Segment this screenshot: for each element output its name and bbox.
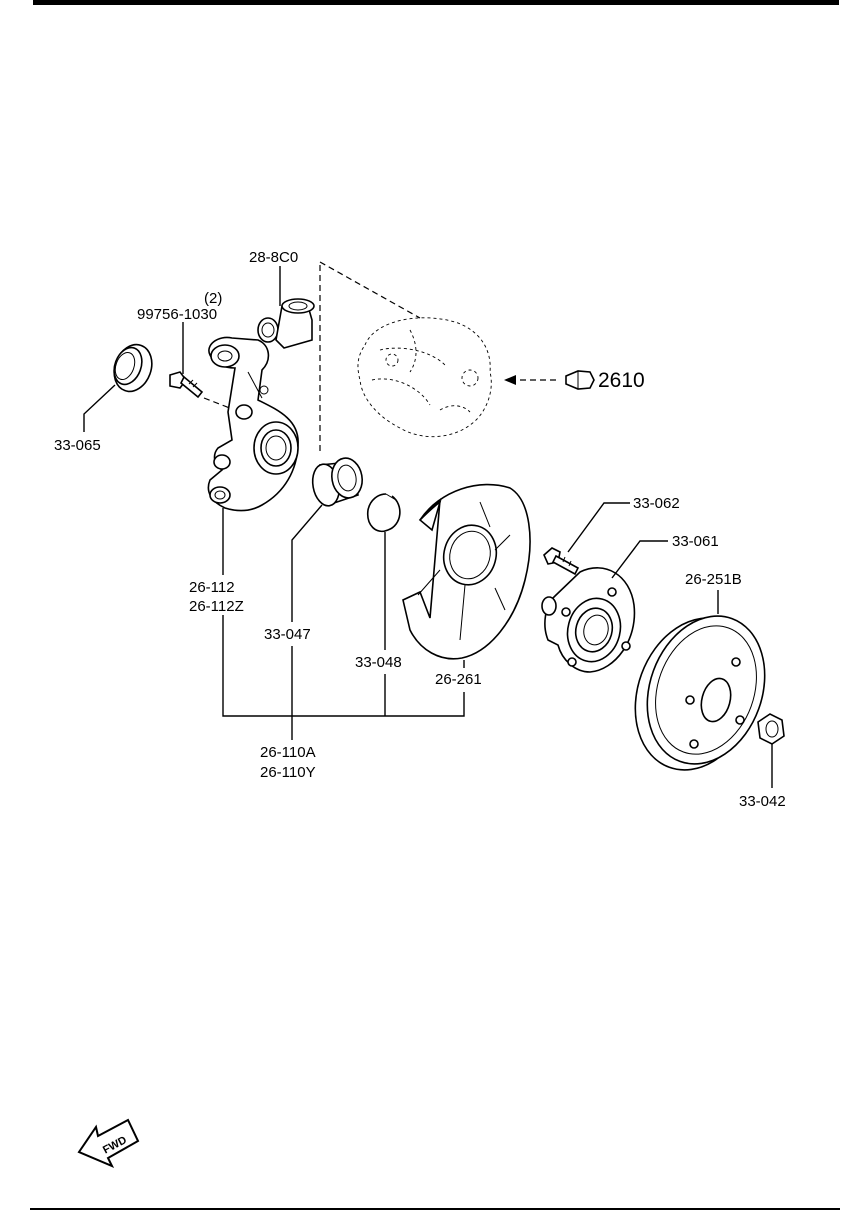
caliper-ref-symbol <box>565 370 595 390</box>
bottom-border-bar <box>30 1208 840 1210</box>
label-28-8c0[interactable]: 28-8C0 <box>249 249 298 266</box>
label-26-251b[interactable]: 26-251B <box>685 571 742 588</box>
leader-33-047 <box>291 504 323 622</box>
label-33-042[interactable]: 33-042 <box>739 793 786 810</box>
leader-33-065 <box>83 384 116 432</box>
label-33-047[interactable]: 33-047 <box>264 626 311 643</box>
label-26-112[interactable]: 26-112 <box>189 579 235 596</box>
leader-33-061 <box>611 540 668 579</box>
caliper-ref-arrowhead <box>504 375 516 385</box>
label-33-048[interactable]: 33-048 <box>355 654 402 671</box>
bushing-ref-dashed-line <box>319 261 421 319</box>
label-33-062[interactable]: 33-062 <box>633 495 680 512</box>
forward-direction-arrow-icon: FWD <box>77 1118 140 1168</box>
top-border-bar <box>33 0 839 5</box>
label-26-110y[interactable]: 26-110Y <box>260 764 316 781</box>
bolt-part[interactable] <box>169 371 204 399</box>
hub-nut-part[interactable] <box>757 713 785 745</box>
wheel-hub-part[interactable] <box>541 567 636 673</box>
snap-ring-part[interactable] <box>366 493 401 532</box>
dust-cover-part[interactable] <box>402 483 531 660</box>
label-26-261[interactable]: 26-261 <box>435 671 482 688</box>
label-26-110a[interactable]: 26-110A <box>260 744 316 761</box>
label-bolt-qty: (2) <box>204 290 222 307</box>
label-33-061[interactable]: 33-061 <box>672 533 719 550</box>
leader-assembly-bracket <box>222 615 465 717</box>
leader-33-062 <box>567 502 630 553</box>
wheel-bearing-part[interactable] <box>310 456 366 508</box>
label-99756-1030[interactable]: 99756-1030 <box>137 306 217 323</box>
hub-bolt-part[interactable] <box>543 547 580 576</box>
label-33-065[interactable]: 33-065 <box>54 437 101 454</box>
brake-disc-part[interactable] <box>615 599 785 787</box>
steering-knuckle-part[interactable] <box>207 336 299 512</box>
dust-seal-part[interactable] <box>108 339 158 396</box>
label-2610[interactable]: 2610 <box>598 369 645 392</box>
label-26-112z[interactable]: 26-112Z <box>189 598 244 615</box>
caliper-reference-outline <box>357 317 492 438</box>
bushing-part[interactable] <box>257 298 315 349</box>
